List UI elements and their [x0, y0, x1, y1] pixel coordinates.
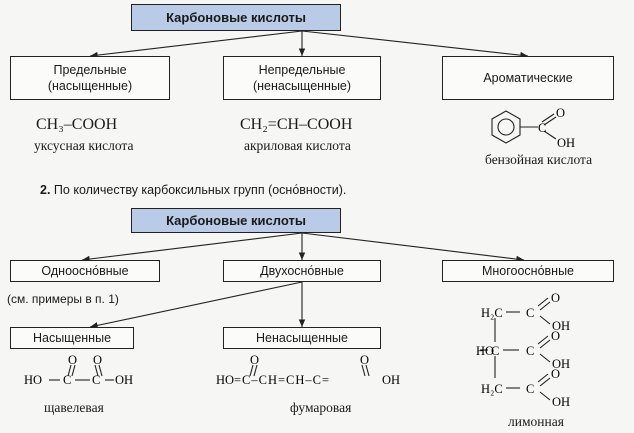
citric-h2c-bottom: H₂C	[481, 382, 503, 396]
fumaric-oh: OH	[382, 373, 400, 387]
arrow-to-saturated	[89, 30, 303, 59]
benzoic-oh: OH	[557, 136, 575, 150]
acetic-acid-formula: CH₃–COOH	[36, 116, 118, 133]
arrow-to-aromatic	[301, 30, 529, 59]
header-carboxylic-acids-2: Карбоновые кислоты	[131, 208, 341, 233]
arrow-to-polybasic	[301, 232, 525, 263]
fumaric-acid-caption: фумаровая	[290, 400, 352, 415]
citric-o2: O	[551, 329, 560, 343]
fumaric-o1: O	[250, 354, 259, 367]
citric-ho: HO	[476, 344, 494, 358]
oxalic-o2: O	[93, 354, 102, 367]
box-saturated-2: Насыщенные	[10, 327, 134, 349]
citric-c1: C	[526, 306, 534, 320]
acrylic-acid-caption: акриловая кислота	[244, 138, 351, 153]
acetic-acid-caption: уксусная кислота	[34, 138, 134, 153]
citric-oh3: OH	[552, 395, 570, 409]
citric-o1: O	[551, 291, 560, 305]
oxalic-c1: C	[63, 373, 71, 387]
benzoic-acid-structure: C O OH	[491, 106, 575, 150]
citric-acid-structure: H₂C C O OH HO C C O OH H₂C C O OH	[476, 291, 570, 409]
fumaric-o2: O	[360, 354, 369, 367]
citric-oh1: OH	[552, 319, 570, 333]
benzoic-o: O	[556, 106, 565, 120]
section-2-number: 2.	[40, 183, 51, 197]
oxalic-acid-caption: щавелевая	[44, 400, 104, 415]
box-aromatic: Ароматические	[442, 56, 614, 100]
section-2-title: 2. По количеству карбоксильных групп (ос…	[40, 183, 346, 197]
box-polybasic: Многоосно́вные	[442, 260, 614, 282]
oxalic-oh: OH	[115, 373, 133, 387]
box-unsaturated-2: Ненасыщенные	[223, 327, 381, 349]
unsaturated-line2: (ненасыщенные)	[252, 79, 352, 93]
citric-c2: C	[526, 344, 534, 358]
oxalic-acid-structure: HO C O C O OH	[24, 354, 133, 387]
fumaric-chain: =C–CH=CH–C=	[234, 373, 330, 387]
oxalic-c2: C	[92, 373, 100, 387]
benzoic-acid-caption: бензойная кислота	[485, 152, 593, 167]
saturated-line2: (насыщенные)	[47, 79, 133, 93]
citric-oh2: OH	[552, 357, 570, 371]
saturated-line1: Предельные	[53, 63, 127, 77]
unsaturated-line1: Непредельные	[258, 63, 346, 77]
box-saturated: Предельные (насыщенные)	[10, 56, 170, 100]
section-2-text: По количеству карбоксильных групп (осно́…	[53, 183, 347, 197]
box-monobasic: Одноосно́вные	[10, 260, 160, 282]
benzoic-c: C	[538, 121, 546, 135]
citric-h2c-top: H₂C	[481, 306, 503, 320]
header-carboxylic-acids-1: Карбоновые кислоты	[131, 4, 341, 31]
citric-c-center: C	[491, 344, 499, 358]
citric-c3: C	[526, 382, 534, 396]
oxalic-ho: HO	[24, 373, 42, 387]
fumaric-ho: HO	[216, 373, 234, 387]
oxalic-o1: O	[68, 354, 77, 367]
citric-o3: O	[551, 367, 560, 381]
acrylic-acid-formula: CH₂=CH–COOH	[240, 116, 353, 133]
fumaric-acid-structure: HO =C–CH=CH–C= O O OH	[216, 354, 400, 387]
box-dibasic: Двухосно́вные	[223, 260, 381, 282]
box-unsaturated: Непредельные (ненасыщенные)	[223, 56, 381, 100]
arrow-to-monobasic	[81, 232, 303, 263]
citric-acid-caption: лимонная	[508, 414, 564, 429]
arrow-to-saturated-2	[89, 281, 303, 329]
examples-note: (см. примеры в п. 1)	[7, 292, 119, 306]
